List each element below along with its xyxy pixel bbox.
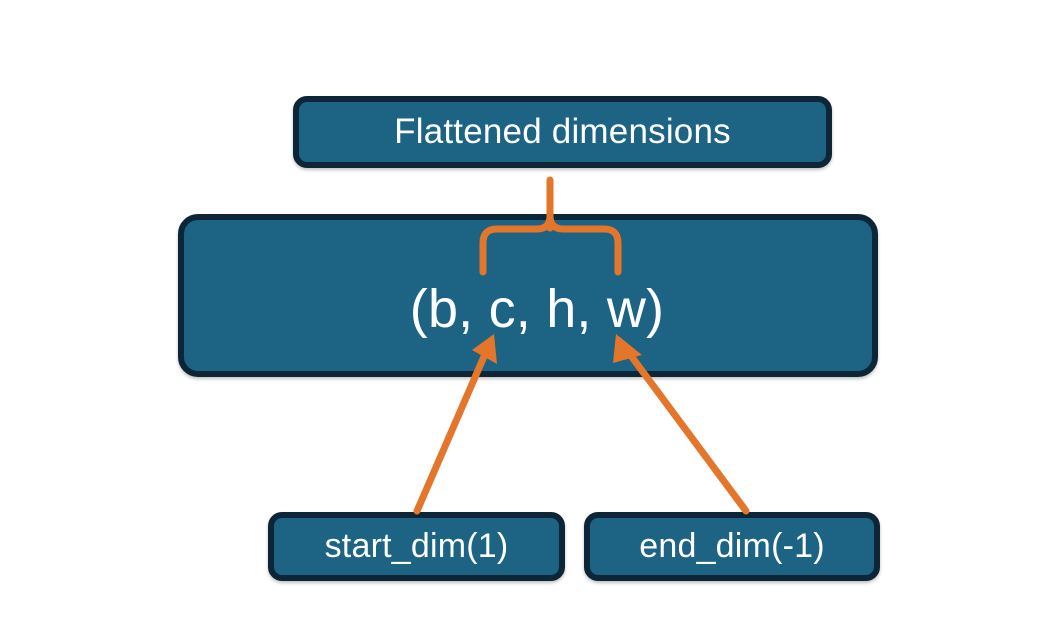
node-start-dim[interactable]: start_dim(1): [268, 512, 565, 581]
node-flattened-dimensions[interactable]: Flattened dimensions: [293, 96, 832, 168]
node-tensor-shape[interactable]: (b, c, h, w): [178, 214, 878, 377]
node-flattened-dimensions-label: Flattened dimensions: [394, 112, 731, 151]
node-end-dim-label: end_dim(-1): [639, 527, 825, 565]
node-end-dim[interactable]: end_dim(-1): [584, 512, 880, 581]
node-start-dim-label: start_dim(1): [324, 527, 509, 565]
node-tensor-shape-label: (b, c, h, w): [409, 279, 665, 339]
